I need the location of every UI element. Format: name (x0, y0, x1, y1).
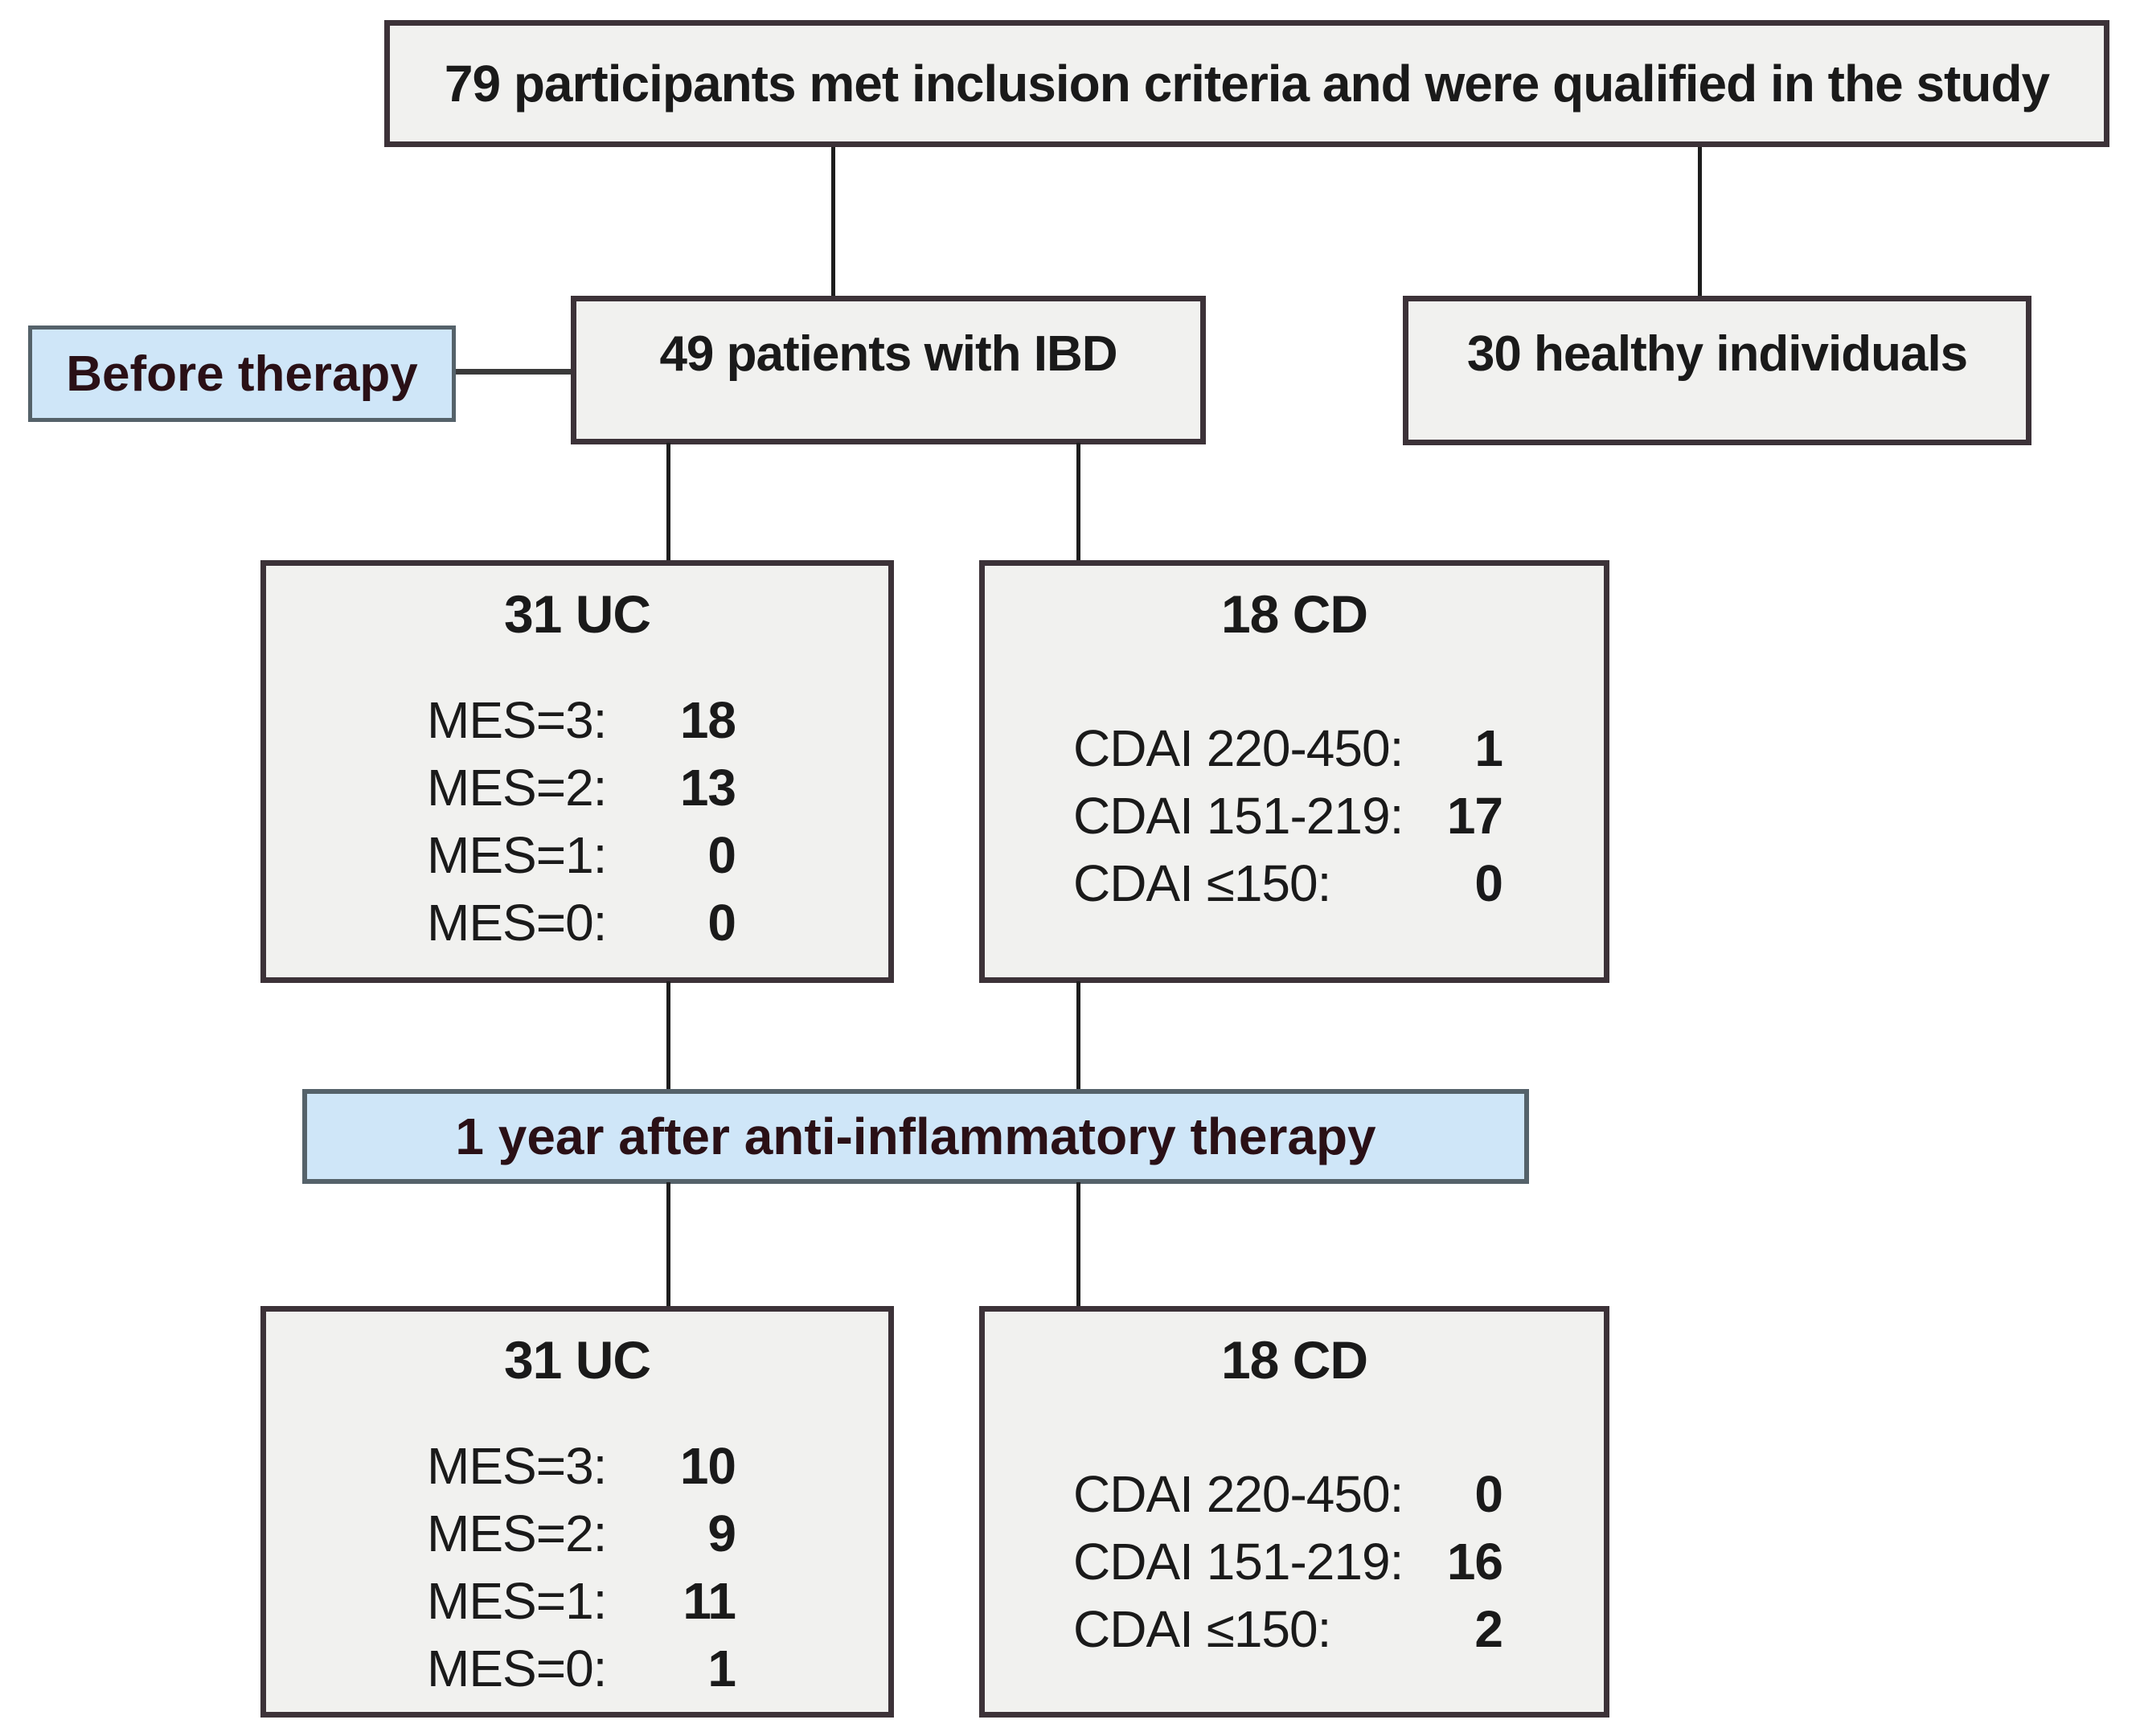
stat-value: 11 (683, 1572, 736, 1630)
cd-before-stats: CDAI 220-450: 1 CDAI 151-219: 17 CDAI ≤1… (1073, 714, 1503, 917)
stat-row: CDAI 151-219: 16 (1073, 1528, 1503, 1595)
before-therapy-label: Before therapy (66, 346, 418, 402)
stat-label: MES=1: (427, 826, 607, 884)
connector-top-to-healthy (1698, 147, 1702, 297)
uc-after-title: 31 UC (503, 1330, 651, 1390)
healthy-individuals-label: 30 healthy individuals (1466, 326, 1968, 382)
stat-label: MES=0: (427, 1640, 607, 1697)
cd-after-box: 18 CD CDAI 220-450: 0 CDAI 151-219: 16 C… (979, 1306, 1609, 1718)
stat-label: CDAI ≤150: (1073, 854, 1331, 912)
stat-row: MES=0: 0 (427, 889, 736, 956)
healthy-individuals-box: 30 healthy individuals (1403, 296, 2031, 445)
connector-bar-to-cd (1076, 1182, 1080, 1307)
stat-row: MES=1: 11 (427, 1567, 736, 1635)
stat-value: 10 (679, 1437, 736, 1495)
ibd-patients-label: 49 patients with IBD (659, 326, 1117, 382)
stat-row: CDAI ≤150: 0 (1073, 850, 1503, 917)
stat-label: MES=1: (427, 1572, 607, 1630)
stat-row: MES=3: 10 (427, 1432, 736, 1500)
stat-row: MES=2: 9 (427, 1500, 736, 1567)
uc-after-stats: MES=3: 10 MES=2: 9 MES=1: 11 MES=0: 1 (427, 1432, 736, 1702)
connector-top-to-ibd (831, 147, 835, 297)
stat-value: 1 (1474, 719, 1503, 777)
after-therapy-tag: 1 year after anti-inflammatory therapy (302, 1089, 1529, 1184)
connector-uc-to-bar (666, 981, 670, 1090)
stat-label: MES=2: (427, 1505, 607, 1562)
stat-row: CDAI 220-450: 0 (1073, 1460, 1503, 1528)
stat-value: 18 (679, 691, 736, 749)
uc-before-box: 31 UC MES=3: 18 MES=2: 13 MES=1: 0 MES=0… (260, 560, 894, 983)
stat-row: CDAI ≤150: 2 (1073, 1595, 1503, 1663)
ibd-patients-box: 49 patients with IBD (571, 296, 1206, 444)
before-therapy-tag: Before therapy (28, 326, 456, 422)
stat-row: MES=2: 13 (427, 754, 736, 821)
connector-ibd-to-cd (1076, 443, 1080, 561)
stat-value: 13 (679, 759, 736, 817)
connector-cd-to-bar (1076, 981, 1080, 1090)
stat-label: CDAI 220-450: (1073, 1465, 1404, 1523)
stat-value: 16 (1446, 1533, 1503, 1591)
stat-label: CDAI 151-219: (1073, 1533, 1404, 1591)
stat-row: CDAI 151-219: 17 (1073, 782, 1503, 850)
stat-label: MES=2: (427, 759, 607, 817)
connector-tag-to-ibd (456, 369, 571, 375)
stat-label: CDAI ≤150: (1073, 1600, 1331, 1658)
stat-value: 0 (1474, 1465, 1503, 1523)
stat-row: CDAI 220-450: 1 (1073, 714, 1503, 782)
stat-row: MES=3: 18 (427, 686, 736, 754)
stat-value: 0 (707, 826, 736, 884)
cd-before-box: 18 CD CDAI 220-450: 1 CDAI 151-219: 17 C… (979, 560, 1609, 983)
stat-value: 9 (707, 1505, 736, 1562)
stat-label: CDAI 151-219: (1073, 787, 1404, 845)
cd-after-title: 18 CD (1220, 1330, 1368, 1390)
connector-ibd-to-uc (666, 443, 670, 561)
uc-after-box: 31 UC MES=3: 10 MES=2: 9 MES=1: 11 MES=0… (260, 1306, 894, 1718)
stat-label: CDAI 220-450: (1073, 719, 1404, 777)
stat-value: 0 (707, 894, 736, 952)
stat-label: MES=0: (427, 894, 607, 952)
stat-label: MES=3: (427, 691, 607, 749)
cd-before-title: 18 CD (1220, 584, 1368, 644)
stat-value: 0 (1474, 854, 1503, 912)
stat-label: MES=3: (427, 1437, 607, 1495)
stat-row: MES=1: 0 (427, 821, 736, 889)
cd-after-stats: CDAI 220-450: 0 CDAI 151-219: 16 CDAI ≤1… (1073, 1460, 1503, 1663)
stat-value: 1 (707, 1640, 736, 1697)
stat-value: 17 (1446, 787, 1503, 845)
stat-row: MES=0: 1 (427, 1635, 736, 1702)
uc-before-stats: MES=3: 18 MES=2: 13 MES=1: 0 MES=0: 0 (427, 686, 736, 956)
after-therapy-label: 1 year after anti-inflammatory therapy (455, 1108, 1376, 1165)
uc-before-title: 31 UC (503, 584, 651, 644)
enrollment-label: 79 participants met inclusion criteria a… (444, 55, 2050, 113)
stat-value: 2 (1474, 1600, 1503, 1658)
connector-bar-to-uc (666, 1182, 670, 1307)
enrollment-box: 79 participants met inclusion criteria a… (384, 20, 2109, 147)
